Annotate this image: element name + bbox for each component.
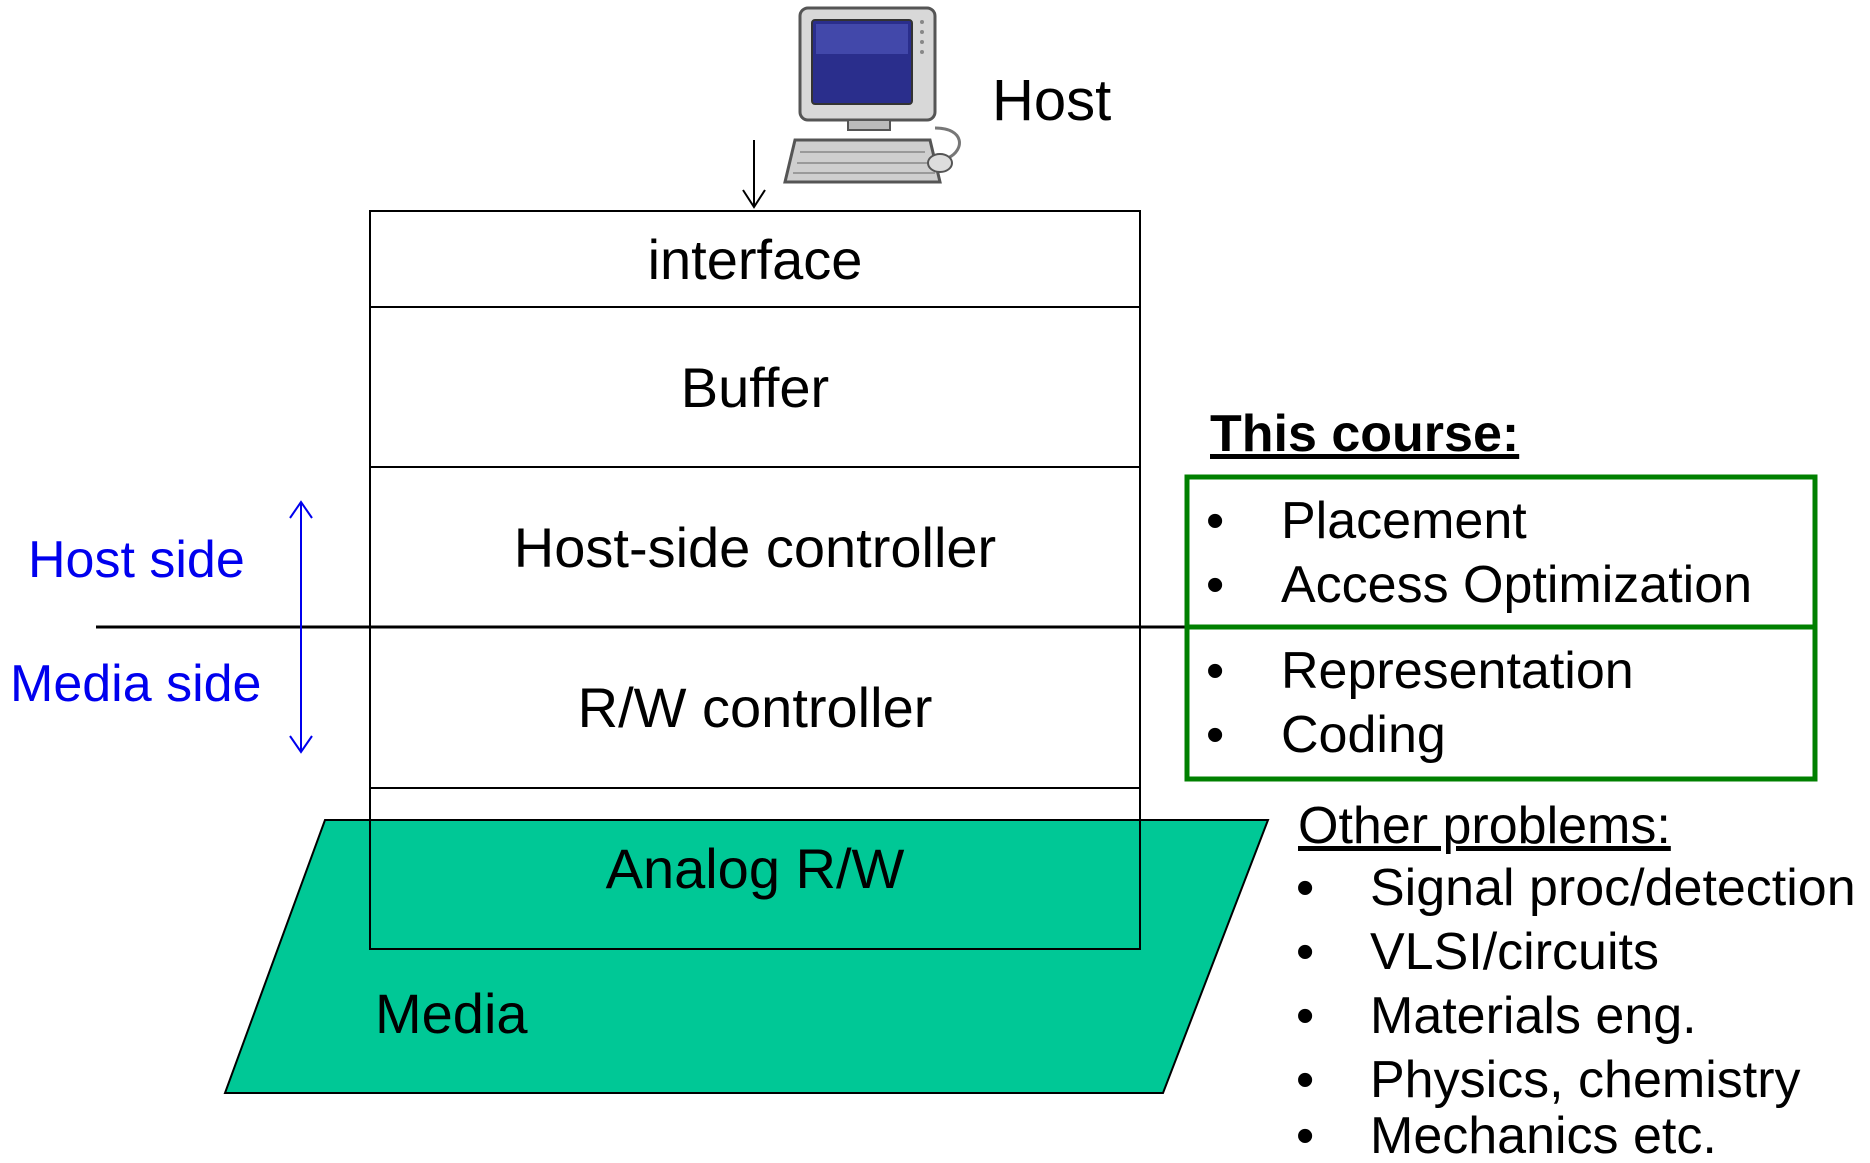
other-item-mechanics: • Mechanics etc. bbox=[1296, 1110, 1866, 1163]
host-arrow-head bbox=[742, 189, 766, 209]
other-item-label: Signal proc/detection bbox=[1370, 859, 1856, 917]
media-side-label: Media side bbox=[10, 655, 262, 713]
course-title: This course: bbox=[1210, 405, 1520, 463]
course-item-label: Access Optimization bbox=[1281, 556, 1753, 614]
other-item-label: VLSI/circuits bbox=[1370, 923, 1659, 981]
course-item-placement: • Placement bbox=[1206, 495, 1806, 551]
layer-rw-controller: R/W controller bbox=[577, 676, 933, 739]
other-item-label: Mechanics etc. bbox=[1370, 1110, 1717, 1163]
course-box-media bbox=[1184, 624, 1818, 782]
course-item-representation: • Representation bbox=[1206, 645, 1806, 701]
other-item-physics: • Physics, chemistry bbox=[1296, 1054, 1866, 1110]
host-label: Host bbox=[992, 68, 1112, 133]
other-item-vlsi: • VLSI/circuits bbox=[1296, 926, 1866, 982]
layer-analog-rw: Analog R/W bbox=[605, 837, 905, 900]
host-side-label: Host side bbox=[28, 531, 245, 589]
course-item-coding: • Coding bbox=[1206, 709, 1806, 765]
bullet-dot: • bbox=[1206, 642, 1225, 700]
bullet-dot: • bbox=[1296, 1051, 1315, 1109]
bullet-dot: • bbox=[1296, 923, 1315, 981]
other-item-signal: • Signal proc/detection bbox=[1296, 862, 1866, 918]
side-arrow-head-up bbox=[289, 500, 313, 519]
bullet-dot: • bbox=[1206, 706, 1225, 764]
other-item-label: Physics, chemistry bbox=[1370, 1051, 1801, 1109]
media-label: Media bbox=[375, 982, 528, 1045]
layer-host-side-controller: Host-side controller bbox=[513, 515, 997, 579]
other-problems-title: Other problems: bbox=[1298, 797, 1671, 855]
course-item-access-optimization: • Access Optimization bbox=[1206, 559, 1806, 615]
course-item-label: Representation bbox=[1281, 642, 1634, 700]
media-platter bbox=[223, 819, 1270, 1094]
bullet-dot: • bbox=[1296, 987, 1315, 1045]
bullet-dot: • bbox=[1296, 1110, 1315, 1163]
other-item-materials: • Materials eng. bbox=[1296, 990, 1866, 1046]
desktop-computer-icon bbox=[783, 6, 961, 184]
course-item-label: Placement bbox=[1281, 492, 1527, 550]
stack-outline bbox=[369, 210, 1141, 950]
bullet-dot: • bbox=[1296, 859, 1315, 917]
bullet-dot: • bbox=[1206, 492, 1225, 550]
other-item-label: Materials eng. bbox=[1370, 987, 1697, 1045]
bullet-dot: • bbox=[1206, 556, 1225, 614]
side-arrow-head-down bbox=[289, 735, 313, 754]
course-item-label: Coding bbox=[1281, 706, 1446, 764]
layer-interface: interface bbox=[647, 227, 863, 291]
layer-buffer: Buffer bbox=[680, 355, 830, 419]
